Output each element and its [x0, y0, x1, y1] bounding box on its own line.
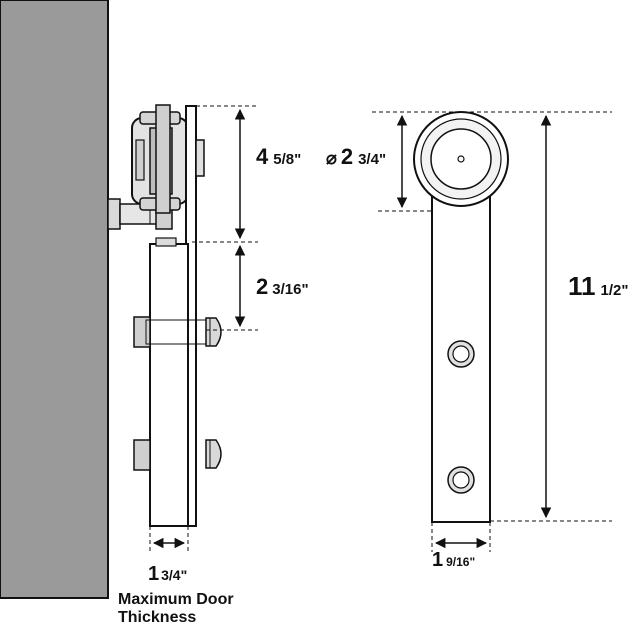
anti-jump-block — [155, 237, 177, 247]
door-thickness-whole: 1 — [148, 563, 159, 585]
roller-height-whole: 4 — [256, 144, 269, 169]
roller-height-frac: 5/8" — [273, 151, 301, 168]
strap-width-frac: 9/16" — [446, 555, 475, 569]
hanger-plate-nub — [195, 139, 205, 177]
roller-diameter-frac: 3/4" — [358, 151, 386, 168]
standoff-bolt-head — [107, 198, 121, 230]
strap-width-whole: 1 — [432, 549, 443, 571]
total-height-frac: 1/2" — [601, 282, 629, 299]
door-thickness-frac: 3/4" — [161, 567, 187, 583]
bolt-offset-frac: 3/16" — [272, 281, 308, 298]
door-edge — [149, 243, 189, 527]
bolt-offset-whole: 2 — [256, 274, 268, 299]
roller-diameter-whole: 2 — [341, 144, 353, 169]
total-height-whole: 11 — [568, 271, 596, 301]
front-view — [372, 111, 612, 552]
bottom-through-bolt — [133, 439, 222, 471]
side-view — [107, 104, 258, 552]
roller-diameter-label: ⌀2 3/4" — [326, 144, 386, 169]
roller-axle — [457, 155, 465, 163]
wall — [0, 0, 109, 599]
diameter-symbol: ⌀ — [326, 148, 337, 168]
top-through-bolt — [133, 316, 222, 348]
caption-line-2: Thickness — [118, 609, 196, 624]
total-height-label: 11 1/2" — [568, 271, 628, 301]
caption-line-1: Maximum Door — [118, 591, 234, 608]
